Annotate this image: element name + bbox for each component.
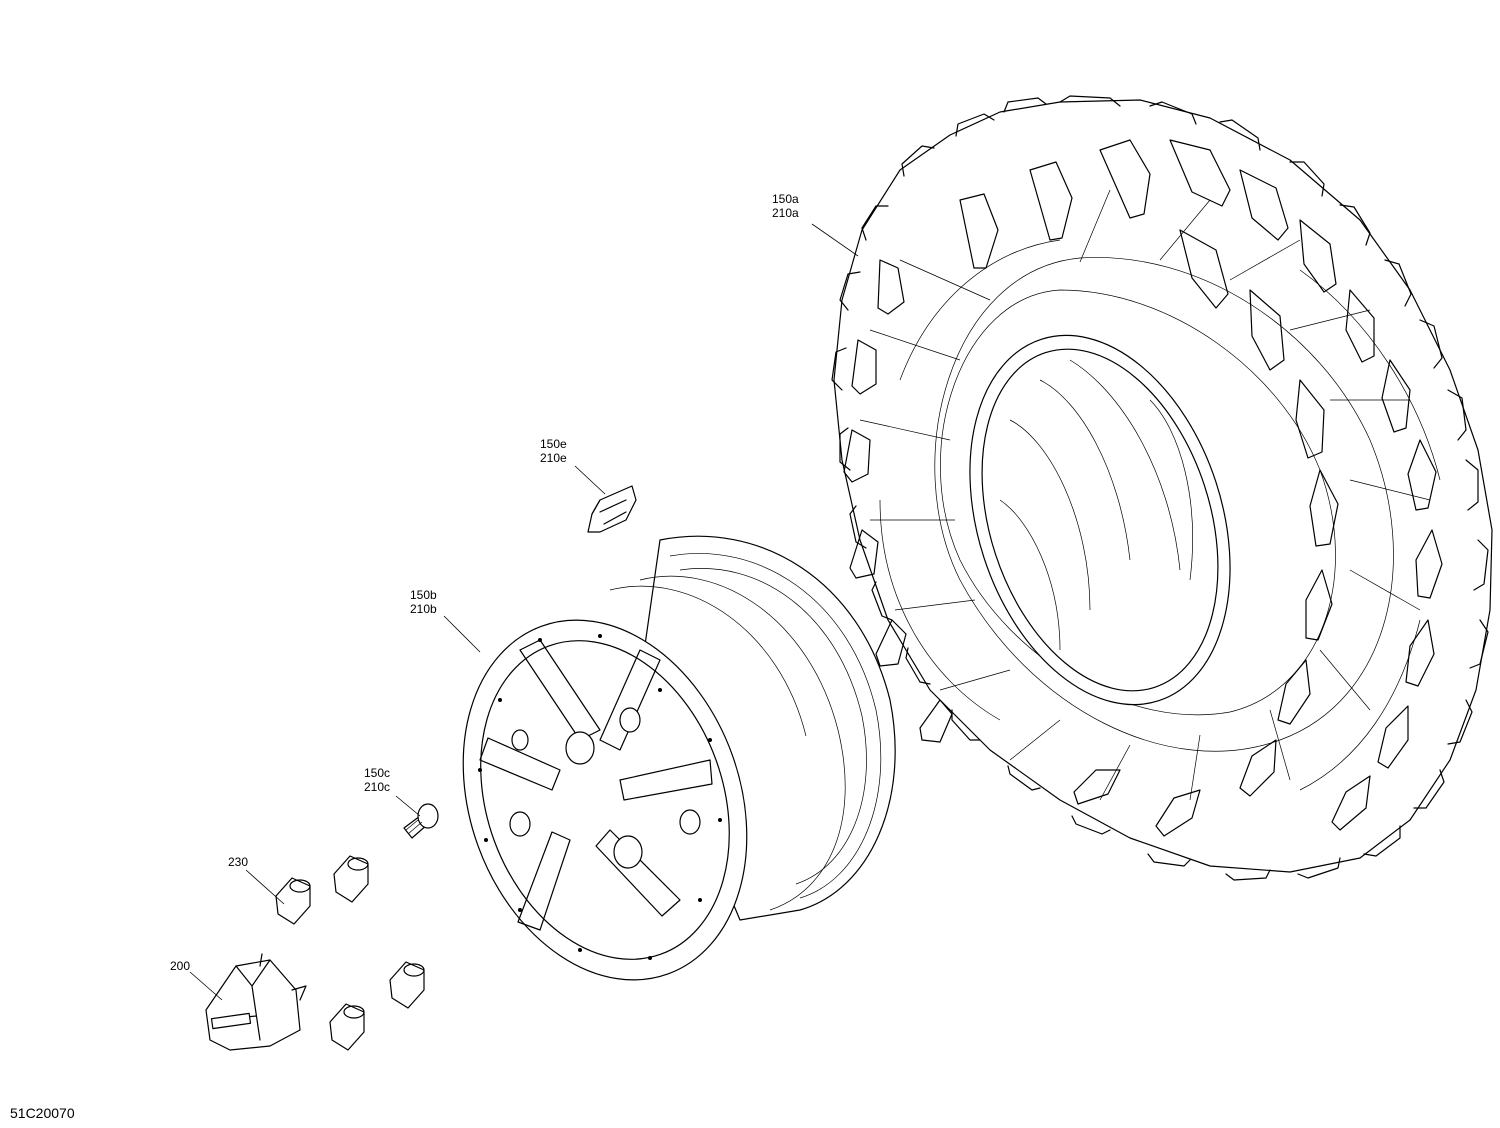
callout-insert: 150e 210e [540,437,567,465]
leader-lines [189,223,859,1001]
callout-valve-line1: 150c [364,766,391,780]
hub-cap-drawing [205,953,307,1051]
callout-valve-line2: 210c [364,780,391,794]
valve-stem-drawing [403,803,439,839]
insert-drawing [587,485,637,533]
callout-tire: 150a 210a [772,192,799,220]
rim-drawing [462,535,896,981]
callout-hubcap-line1: 200 [170,959,191,973]
callout-tire-line1: 150a [772,192,799,206]
callout-rim-line1: 150b [410,588,437,602]
lug-nuts-drawing [275,855,425,1051]
callout-nut-line1: 230 [228,855,249,869]
callout-valve: 150c 210c [364,766,390,794]
callout-tire-line2: 210a [772,206,799,220]
callout-rim-line2: 210b [410,602,437,616]
callout-hubcap: 200 [170,959,190,973]
tire-drawing [831,95,1493,881]
callout-nut: 230 [228,855,248,869]
callout-insert-line2: 210e [540,451,567,465]
callout-rim: 150b 210b [410,588,437,616]
figure-code: 51C20070 [10,1105,75,1121]
callout-insert-line1: 150e [540,437,567,451]
